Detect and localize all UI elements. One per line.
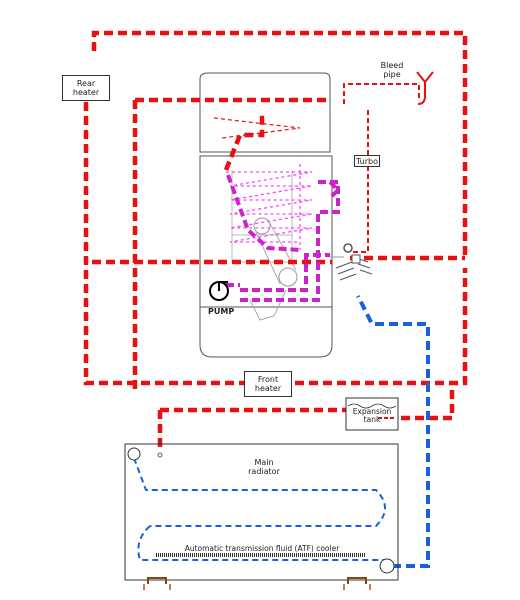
bleed-pipe-funnel [416,71,434,105]
radiator-outlet-line [356,295,430,568]
expansion-tank [345,397,399,431]
thermostat [343,243,353,253]
rear-heater-line1: Rear [76,79,96,88]
rear-heater-line2: heater [72,88,100,97]
bleed-pipe-line [343,83,420,104]
rear-heater-loop [91,30,468,255]
bleed-pipe-line1: Bleed [380,61,404,70]
pump-label: PUMP [208,307,235,316]
turbo-feed [352,110,369,253]
front-heater-label: Front heater [244,371,292,397]
crank-pulley [278,267,298,287]
engine-block [199,72,344,358]
atf-cooler-pipes [143,577,371,590]
rear-heater-return [83,102,468,386]
cold-coolant-lines [356,295,430,568]
thermostat-valve [335,243,373,281]
atf-cooler-label: Automatic transmission fluid (ATF) coole… [160,545,364,553]
engine-coolant-jacket [226,174,341,302]
expansion-tank-label: Expansion tank [346,408,398,424]
expansion-tank-line2: tank [363,415,381,424]
front-heater-line2: heater [254,384,282,393]
engine-internal-passages [226,164,313,250]
bleed-pipe-label: Bleed pipe [376,61,408,79]
engine-lower-block [199,155,333,358]
front-heater-return [157,407,352,452]
front-heater-line1: Front [257,375,279,384]
expansion-return [398,390,455,421]
main-radiator-line2: radiator [248,467,280,476]
rear-heater-label: Rear heater [62,75,110,101]
radiator-core-path [133,457,392,561]
turbo-label: Turbo [354,155,380,167]
pump-icon [209,281,229,301]
bleed-pipe-line2: pipe [383,70,401,79]
radiator-inlet-port [127,447,141,461]
radiator-outlet-port [379,558,395,574]
expansion-tank-line1: Expansion [352,407,392,416]
head-passages [213,117,301,139]
main-radiator [124,443,399,581]
cylinder-head [199,72,331,153]
head-supply [223,112,265,171]
main-radiator-label: Main radiator [236,458,292,476]
main-radiator-line1: Main [254,458,274,467]
idler-pulley [253,217,271,235]
front-heater-supply [132,97,330,390]
